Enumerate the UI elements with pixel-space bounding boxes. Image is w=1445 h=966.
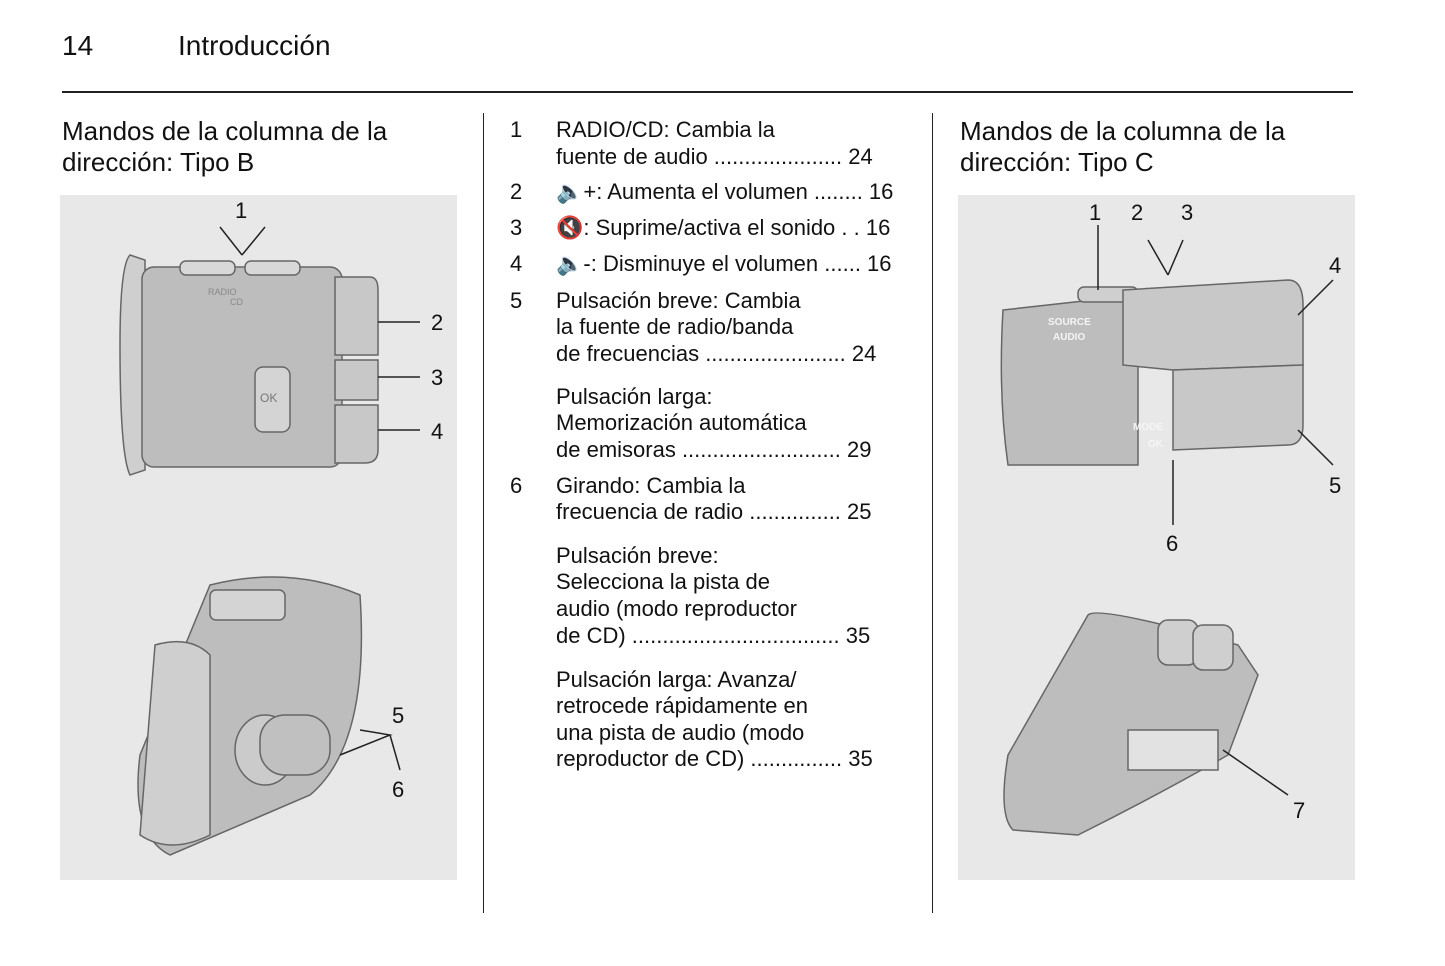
steering-control-illustration-c: SOURCE AUDIO MODE OK (1000, 225, 1334, 836)
item-text: 🔇: Suprime/activa el sonido . . 16 (556, 215, 891, 240)
item-text: de emisoras .......................... 2… (556, 437, 872, 462)
label-cd: CD (230, 297, 243, 307)
item-text: Pulsación breve: (556, 543, 719, 568)
item-text: Pulsación larga: Avanza/ (556, 667, 797, 692)
item-text: Pulsación breve: Cambia (556, 288, 801, 313)
item-number: 5 (510, 288, 523, 313)
callout-5: 5 (392, 703, 405, 728)
item-number: 2 (510, 179, 523, 204)
item-text: 🔈-: Disminuye el volumen ...... 16 (556, 251, 892, 276)
section-title-type-b: Mandos de la columna de la dirección: Ti… (62, 116, 462, 178)
column-divider (483, 113, 484, 913)
callout-6: 6 (1166, 531, 1179, 556)
callout-3: 3 (1181, 200, 1194, 225)
title-line: Mandos de la columna de la (62, 116, 388, 146)
figure-type-c: SOURCE AUDIO MODE OK 1 2 3 4 5 6 7 (958, 195, 1355, 880)
item-number: 1 (510, 117, 523, 142)
label-source: SOURCE (1048, 317, 1091, 328)
title-line: dirección: Tipo C (960, 147, 1154, 177)
callout-1: 1 (1089, 200, 1102, 225)
callout-1: 1 (235, 198, 248, 223)
item-text: Pulsación larga: (556, 384, 713, 409)
item-text: Memorización automática (556, 410, 807, 435)
chapter-title: Introducción (178, 30, 331, 61)
callout-3: 3 (431, 365, 444, 390)
column-divider (932, 113, 933, 913)
title-line: dirección: Tipo B (62, 147, 255, 177)
label-audio: AUDIO (1053, 332, 1085, 343)
label-radio: RADIO (208, 287, 237, 297)
steering-control-illustration-b: RADIO CD OK (119, 226, 420, 856)
item-text: frecuencia de radio ............... 25 (556, 499, 872, 524)
callout-5: 5 (1329, 473, 1342, 498)
page-number: 14 (62, 30, 94, 61)
item-text: una pista de audio (modo (556, 720, 805, 745)
item-text: 🔈+: Aumenta el volumen ........ 16 (556, 179, 894, 204)
header-rule (62, 91, 1353, 93)
callout-4: 4 (431, 419, 444, 444)
item-text: RADIO/CD: Cambia la (556, 117, 775, 142)
callout-6: 6 (392, 777, 405, 802)
callout-4: 4 (1329, 253, 1342, 278)
callout-7: 7 (1293, 798, 1306, 823)
item-number: 3 (510, 215, 523, 240)
item-text: audio (modo reproductor (556, 596, 797, 621)
item-number: 4 (510, 251, 523, 276)
item-text: retrocede rápidamente en (556, 693, 808, 718)
item-text: Selecciona la pista de (556, 569, 771, 594)
section-title-type-c: Mandos de la columna de la dirección: Ti… (960, 116, 1360, 178)
callout-2: 2 (431, 310, 444, 335)
item-text: reproductor de CD) ............... 35 (556, 746, 873, 771)
item-text: de CD) .................................… (556, 623, 871, 648)
label-ok: OK (1148, 439, 1164, 450)
label-ok: OK (260, 391, 277, 405)
label-mode: MODE (1133, 422, 1163, 433)
item-number: 6 (510, 473, 523, 498)
item-text: la fuente de radio/banda (556, 314, 794, 339)
item-text: fuente de audio ..................... 24 (556, 144, 873, 169)
title-line: Mandos de la columna de la (960, 116, 1286, 146)
callout-2: 2 (1131, 200, 1144, 225)
item-text: Girando: Cambia la (556, 473, 746, 498)
figure-type-b: RADIO CD OK 1 2 3 4 5 6 (60, 195, 457, 880)
item-text: de frecuencias ....................... 2… (556, 341, 877, 366)
